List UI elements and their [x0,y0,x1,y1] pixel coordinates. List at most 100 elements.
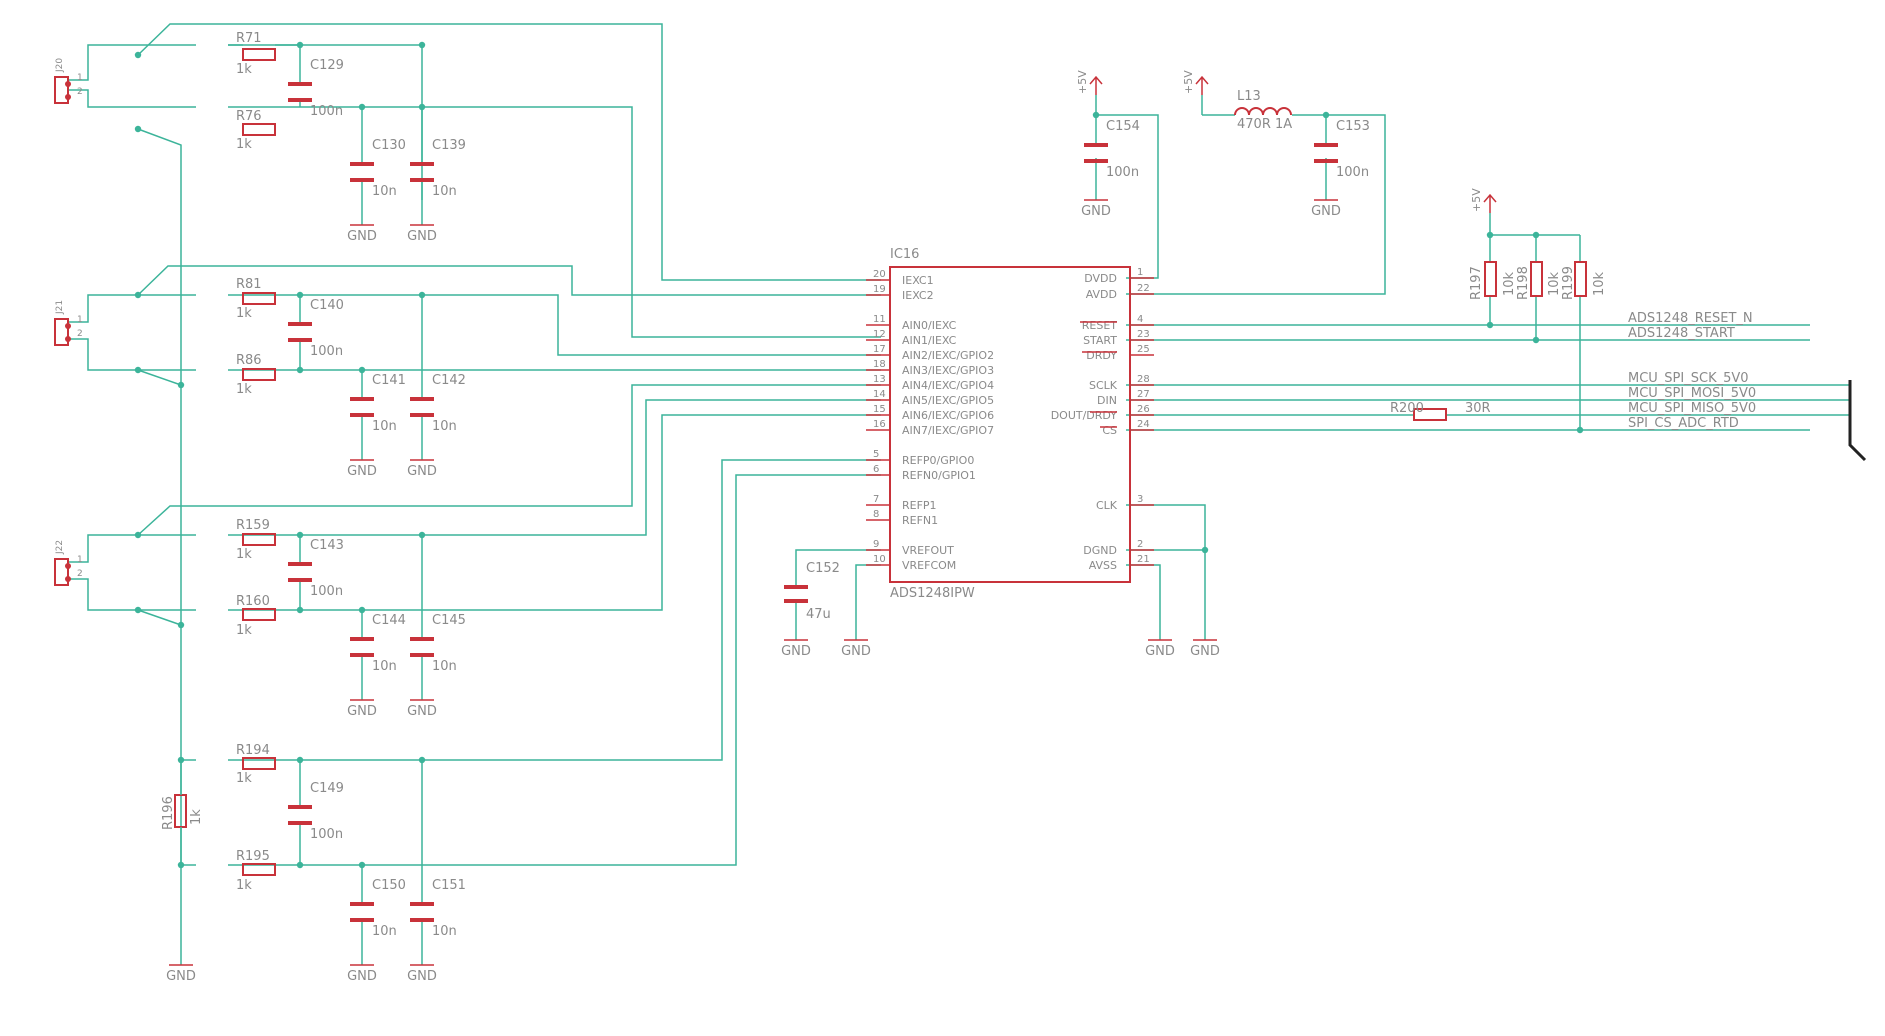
gnd-symbol: GND [407,459,437,479]
ic-pin-label: DGND [1083,544,1117,557]
gnd-label: GND [841,644,871,659]
capacitor-value: 10n [372,924,397,939]
capacitor-value: 100n [310,104,343,119]
capacitor-value: 100n [310,584,343,599]
gnd-symbol: GND [781,639,811,659]
ic-pin-label: START [1083,334,1117,347]
ic-pin-label: CLK [1096,499,1118,512]
vcc-symbol: +5V [1076,70,1103,95]
ic-pin-label: DRDY [1086,349,1117,362]
junctions [134,41,1584,869]
gnd-label: GND [407,229,437,244]
r200-value: 30R [1465,401,1491,416]
capacitor-name: C145 [432,613,466,628]
capacitor-value: 100n [1106,165,1139,180]
r160-name: R160 [236,594,270,609]
r76-name: R76 [236,109,262,124]
gnd-label: GND [347,464,377,479]
inductor-l13: L13 470R 1A [1234,89,1292,132]
ic-pin-number: 4 [1137,314,1143,325]
ic-pin-number: 11 [873,314,886,325]
ic-pin-number: 5 [873,449,879,460]
connector-j22: J22 1 2 [54,540,83,586]
gnd-label: GND [347,229,377,244]
ic-pin-label: IEXC1 [902,274,934,287]
gnd-symbol: GND [407,964,437,984]
r86-name: R86 [236,353,262,368]
resistor-r197: R197 10k [1469,261,1517,300]
gnd-label: GND [781,644,811,659]
ic-pin-number: 17 [873,344,886,355]
ic-pin-label: AIN4/IEXC/GPIO4 [902,379,994,392]
ic-pin-number: 2 [1137,539,1143,550]
r86-value: 1k [236,382,252,397]
capacitor-name: C140 [310,298,344,313]
vcc-label: +5V [1182,70,1195,94]
r198-value: 10k [1547,271,1562,296]
net-labels: ADS1248_RESET_N ADS1248_START MCU_SPI_SC… [1628,311,1756,431]
r197-value: 10k [1502,271,1517,296]
capacitor-name: C139 [432,138,466,153]
ic-value: ADS1248IPW [890,586,975,601]
ic-pin-label: AIN0/IEXC [902,319,957,332]
r81-value: 1k [236,306,252,321]
vcc-symbol: +5V [1470,188,1497,213]
ic-pin-number: 16 [873,419,886,430]
net-miso: MCU_SPI_MISO_5V0 [1628,401,1756,416]
gnd-symbol: GND [1311,199,1341,219]
ic16: IC16 ADS1248IPW 20 IEXC1 19 IEXC2 11 AIN0/IEX… [866,247,1154,601]
ic-pin-label: AIN5/IEXC/GPIO5 [902,394,994,407]
gnd-label: GND [1081,204,1111,219]
ic-pin-number: 28 [1137,374,1150,385]
net-sck: MCU_SPI_SCK_5V0 [1628,371,1749,386]
capacitor-value: 10n [432,419,457,434]
j21-name: J21 [55,300,65,315]
capacitor-value: 100n [1336,165,1369,180]
resistor-r71 [228,44,300,61]
ic-pin-label: DOUT/DRDY [1051,409,1118,422]
gnd-symbol: GND [166,964,196,984]
gnd-symbol: GND [347,459,377,479]
capacitor-name: C152 [806,561,840,576]
ic-pin-label: REFN0/GPIO1 [902,469,976,482]
r197-name: R197 [1469,266,1484,300]
capacitors: C129100nC13010nC13910nC140100nC14110nC14… [288,58,1370,939]
capacitor-name: C144 [372,613,406,628]
ic-pin-number: 19 [873,284,886,295]
capacitor-name: C129 [310,58,344,73]
gnd-symbol: GND [1145,639,1175,659]
connector-j20: J20 1 2 [54,58,83,104]
ic-pin-label: IEXC2 [902,289,934,302]
ic-pin-label: RESET [1082,319,1118,332]
r71-value: 1k [236,62,252,77]
r159-name: R159 [236,518,270,533]
ic-pin-number: 14 [873,389,886,400]
gnd-symbol: GND [407,699,437,719]
ic-pin-label: AIN7/IEXC/GPIO7 [902,424,994,437]
gnd-symbol: GND [347,699,377,719]
ic-pin-number: 10 [873,554,886,565]
j21-pin2: 2 [77,329,83,339]
ic-pin-label: VREFOUT [902,544,954,557]
ic-pin-number: 27 [1137,389,1150,400]
ic-name: IC16 [890,247,919,262]
spi-bus [1848,380,1867,462]
j22-pin1: 1 [77,555,83,565]
vcc-symbol: +5V [1182,70,1209,95]
r195-value: 1k [236,878,252,893]
ic-pin-number: 13 [873,374,886,385]
ic-pin-number: 20 [873,269,886,280]
resistor-r198: R198 10k [1516,261,1562,300]
capacitor-value: 100n [310,344,343,359]
resistor-labels: R71 1k R76 1k R81 1k R86 1k R159 1k R160… [236,31,1491,893]
connector-j21: J21 1 2 [54,300,83,346]
ic-pin-number: 8 [873,509,879,520]
capacitor-value: 10n [432,659,457,674]
capacitor-name: C130 [372,138,406,153]
